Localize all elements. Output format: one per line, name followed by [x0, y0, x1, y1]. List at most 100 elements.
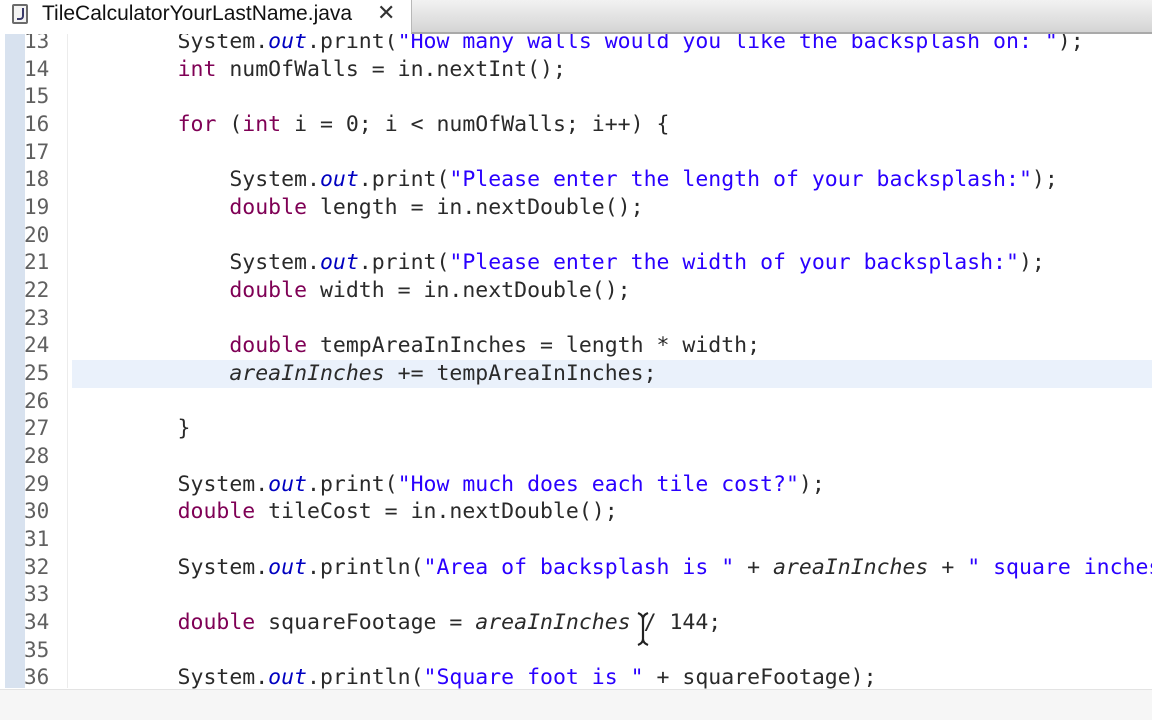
code-lines[interactable]: 13 System.out.print("How many walls woul…	[0, 34, 1152, 692]
code-text: for (int i = 0; i < numOfWalls; i++) {	[74, 111, 670, 139]
token-field: areaInInches	[229, 361, 385, 387]
token-text	[74, 361, 229, 386]
code-line[interactable]: 16 for (int i = 0; i < numOfWalls; i++) …	[0, 111, 1152, 139]
token-text: );	[798, 471, 825, 497]
token-text: tempAreaInInches = length * width;	[307, 333, 761, 359]
token-text: squareFootage =	[255, 610, 476, 636]
code-text: System.out.print("How many walls would y…	[74, 34, 1084, 56]
line-number: 20	[24, 222, 50, 247]
close-icon[interactable]: ✕	[377, 1, 396, 26]
token-text: );	[1031, 167, 1058, 193]
token-text: + squareFootage);	[643, 665, 877, 691]
token-string: "Square foot is "	[423, 665, 644, 691]
token-text: numOfWalls = in.nextInt();	[216, 56, 566, 82]
line-number: 23	[24, 305, 50, 330]
code-text: areaInInches += tempAreaInInches;	[74, 360, 657, 388]
code-line[interactable]: 23	[0, 305, 1152, 333]
code-line[interactable]: 33	[0, 581, 1152, 609]
line-number: 16	[24, 112, 50, 137]
token-string: "Area of backsplash is "	[423, 554, 735, 580]
token-text: tileCost = in.nextDouble();	[255, 499, 618, 525]
code-line[interactable]: 25 areaInInches += tempAreaInInches;	[0, 360, 1152, 388]
code-text: System.out.println("Area of backsplash i…	[74, 554, 1152, 582]
code-line[interactable]: 13 System.out.print("How many walls woul…	[0, 34, 1152, 56]
token-text: }	[74, 416, 191, 442]
code-line[interactable]: 27 }	[0, 415, 1152, 443]
token-field: out	[268, 34, 308, 54]
code-line[interactable]: 36 System.out.println("Square foot is " …	[0, 664, 1152, 692]
token-text: .println(	[307, 554, 424, 580]
token-text	[74, 278, 229, 303]
line-number: 26	[24, 388, 50, 413]
token-text	[74, 112, 178, 137]
token-text	[74, 333, 229, 358]
token-string: "How many walls would you like the backs…	[397, 34, 1058, 54]
line-number: 25	[24, 361, 50, 386]
token-field: out	[319, 250, 359, 276]
code-editor[interactable]: 13 System.out.print("How many walls woul…	[0, 34, 1152, 720]
i-beam-cursor-icon	[637, 611, 649, 647]
token-text	[74, 195, 229, 220]
code-line[interactable]: 32 System.out.println("Area of backsplas…	[0, 554, 1152, 582]
line-number: 30	[24, 499, 50, 524]
code-text: double tileCost = in.nextDouble();	[74, 498, 618, 526]
line-number: 35	[24, 637, 50, 662]
code-text: int numOfWalls = in.nextInt();	[74, 56, 566, 84]
code-line[interactable]: 21 System.out.print("Please enter the wi…	[0, 249, 1152, 277]
code-line[interactable]: 26	[0, 388, 1152, 416]
token-string: "How much does each tile cost?"	[397, 471, 799, 497]
code-text: double width = in.nextDouble();	[74, 277, 631, 305]
token-field: out	[268, 471, 308, 497]
current-line-highlight	[72, 360, 1152, 388]
token-text: System.	[74, 34, 269, 54]
token-text: +	[734, 554, 774, 580]
token-keyword: double	[229, 333, 308, 359]
token-text: (	[216, 112, 243, 138]
token-field: areaInInches	[475, 610, 631, 636]
token-text: System.	[74, 554, 269, 580]
code-text: System.out.print("Please enter the width…	[74, 249, 1045, 277]
code-text: System.out.print("How much does each til…	[74, 471, 825, 499]
line-number: 34	[24, 610, 50, 635]
line-number: 21	[24, 250, 50, 275]
token-text: System.	[74, 250, 320, 276]
code-line[interactable]: 35	[0, 637, 1152, 665]
tab-bar-empty-area	[411, 0, 1152, 34]
code-line[interactable]: 24 double tempAreaInInches = length * wi…	[0, 332, 1152, 360]
code-line[interactable]: 34 double squareFootage = areaInInches /…	[0, 609, 1152, 637]
line-number: 36	[24, 665, 50, 690]
line-number: 17	[24, 139, 50, 164]
horizontal-scrollbar[interactable]	[0, 689, 1152, 720]
token-keyword: double	[229, 278, 308, 304]
token-text: += tempAreaInInches;	[384, 361, 657, 387]
token-string: "Please enter the length of your backspl…	[449, 167, 1032, 193]
token-text: i = 0; i < numOfWalls; i++) {	[281, 112, 670, 138]
code-line[interactable]: 31	[0, 526, 1152, 554]
code-line[interactable]: 19 double length = in.nextDouble();	[0, 194, 1152, 222]
token-text: );	[1057, 34, 1084, 54]
token-keyword: double	[177, 610, 256, 636]
code-line[interactable]: 17	[0, 139, 1152, 167]
token-field: out	[268, 665, 308, 691]
token-text	[74, 57, 178, 82]
editor-tab-active[interactable]: TileCalculatorYourLastName.java ✕	[0, 0, 410, 30]
code-line[interactable]: 15	[0, 83, 1152, 111]
code-line[interactable]: 14 int numOfWalls = in.nextInt();	[0, 56, 1152, 84]
line-number: 31	[24, 527, 50, 552]
code-line[interactable]: 28	[0, 443, 1152, 471]
token-text: );	[1018, 250, 1045, 276]
line-number: 18	[24, 167, 50, 192]
token-text	[74, 499, 178, 524]
token-field: out	[268, 554, 308, 580]
code-line[interactable]: 20	[0, 222, 1152, 250]
code-line[interactable]: 29 System.out.print("How much does each …	[0, 471, 1152, 499]
editor-tab-bar: TileCalculatorYourLastName.java ✕	[0, 0, 1152, 42]
code-line[interactable]: 30 double tileCost = in.nextDouble();	[0, 498, 1152, 526]
java-file-icon	[12, 4, 28, 24]
line-number: 33	[24, 582, 50, 607]
token-text: +	[928, 554, 968, 580]
code-line[interactable]: 18 System.out.print("Please enter the le…	[0, 166, 1152, 194]
line-number: 24	[24, 333, 50, 358]
token-text: width = in.nextDouble();	[307, 278, 631, 304]
code-line[interactable]: 22 double width = in.nextDouble();	[0, 277, 1152, 305]
